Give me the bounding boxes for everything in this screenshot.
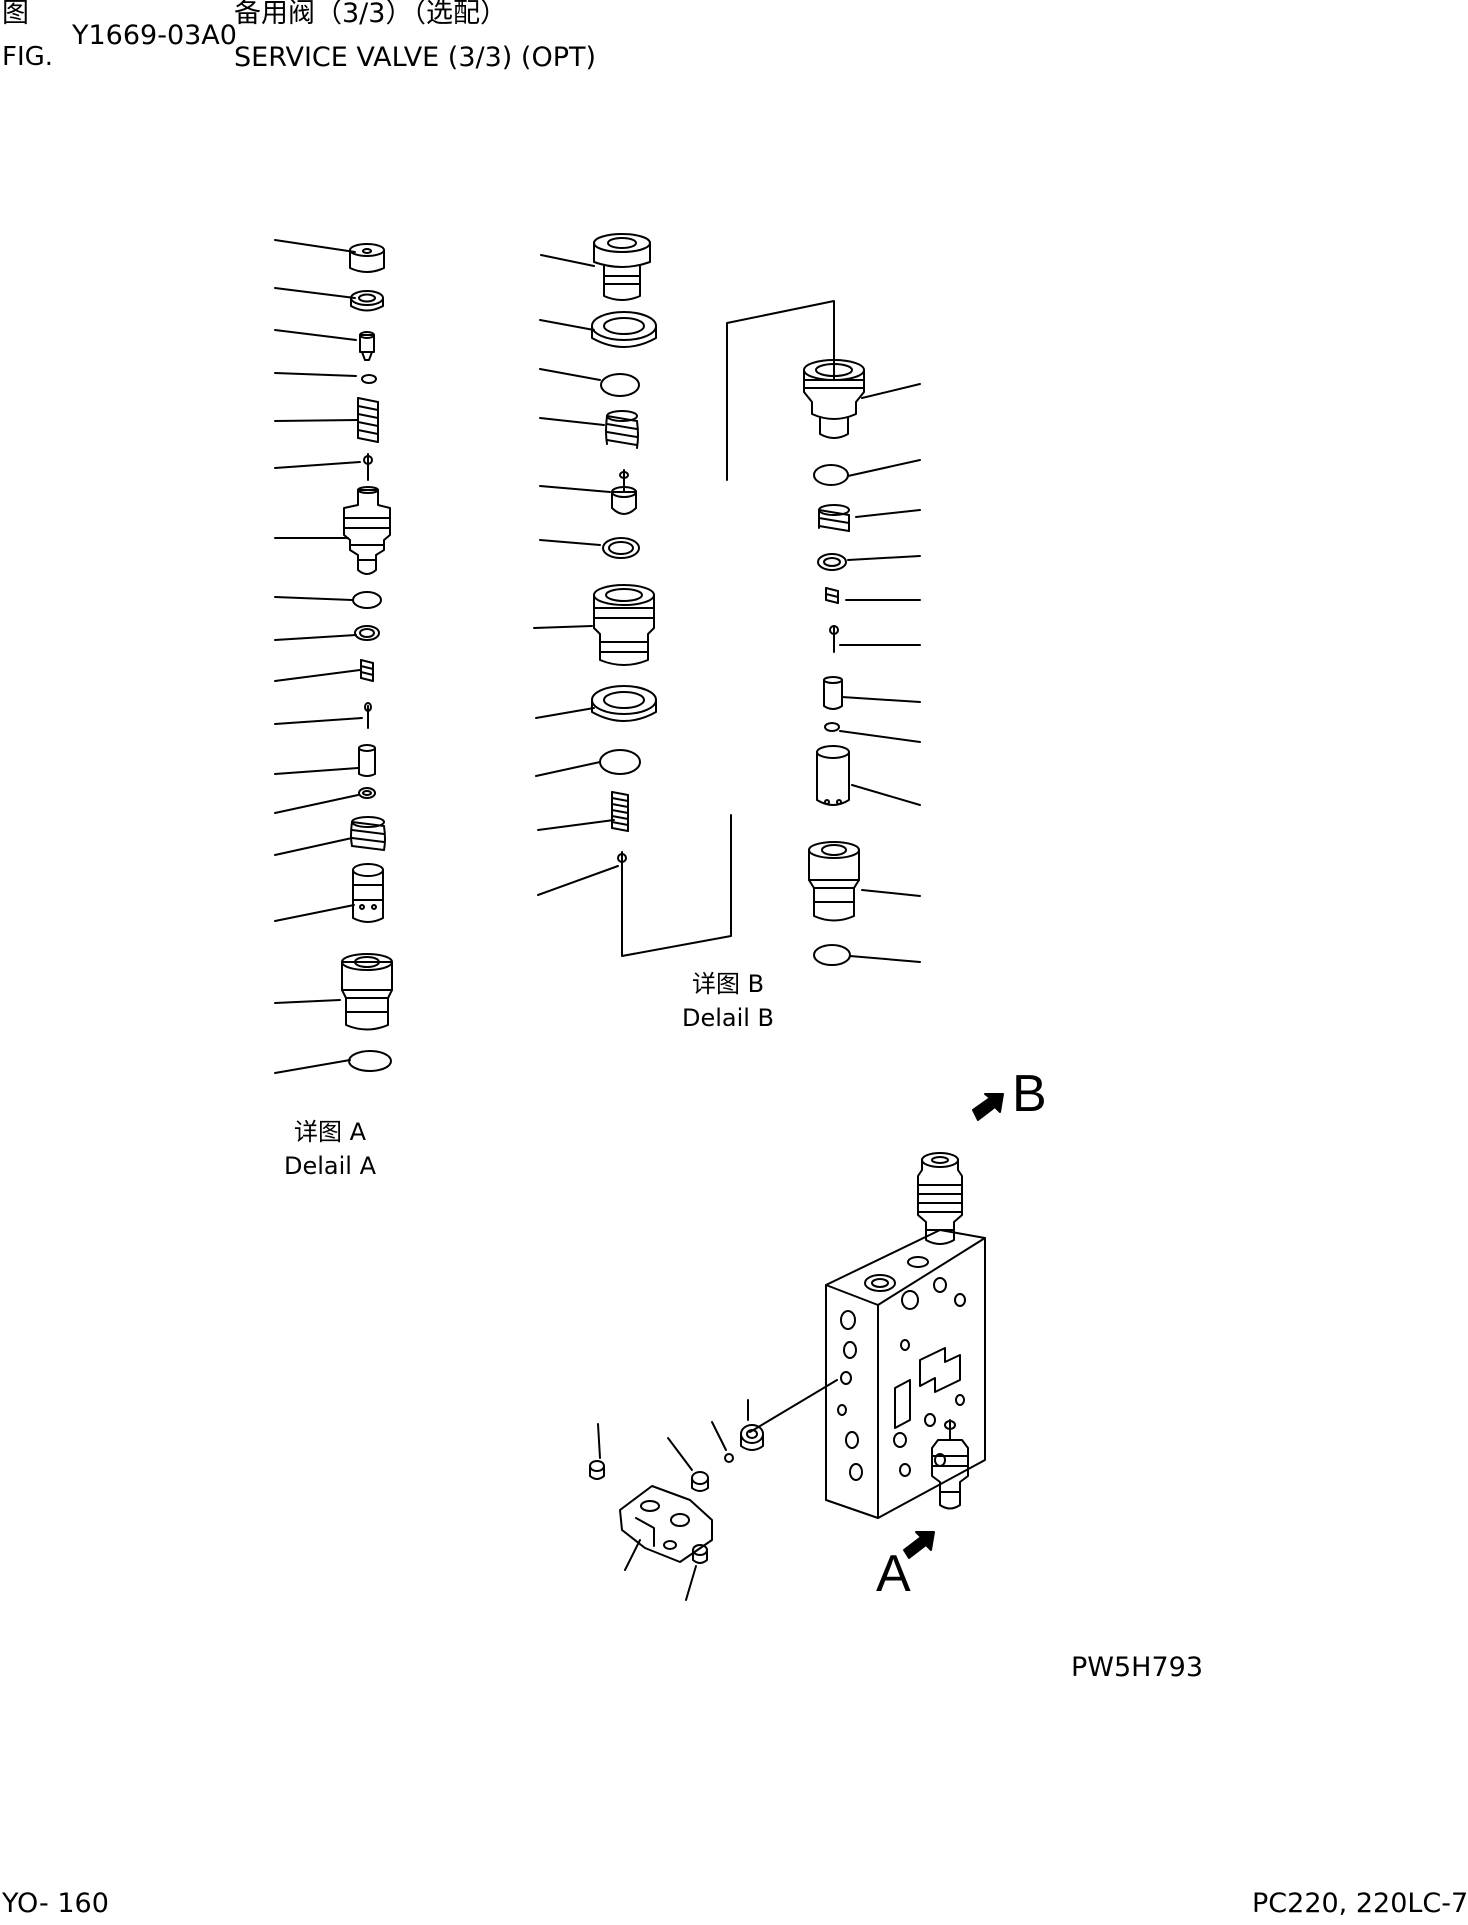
view-label-b: B (1012, 1065, 1047, 1123)
fig-label-cn: 图 (2, 0, 29, 29)
detail-b-right-parts (804, 360, 920, 965)
valve-block-assembly (590, 1094, 1003, 1600)
view-label-a: A (876, 1545, 911, 1603)
detail-a-caption-en: Delail A (283, 1152, 376, 1180)
figure-number: Y1669-03A0 (72, 20, 237, 51)
machine-model: PC220, 220LC-7 (1252, 1888, 1468, 1919)
detail-b-caption-cn: 详图 B (691, 970, 765, 998)
title-en: SERVICE VALVE (3/3) (OPT) (234, 42, 597, 73)
detail-b-parts (534, 234, 834, 956)
page-number: YO- 160 (2, 1888, 109, 1919)
fig-label-en: FIG. (2, 42, 54, 72)
detail-a-caption-cn: 详图 A (293, 1118, 367, 1146)
drawing-code: PW5H793 (1071, 1652, 1203, 1683)
detail-b-caption-en: Delail B (681, 1004, 775, 1032)
title-cn: 备用阀（3/3）（选配） (234, 0, 507, 29)
detail-a-parts (275, 240, 392, 1073)
